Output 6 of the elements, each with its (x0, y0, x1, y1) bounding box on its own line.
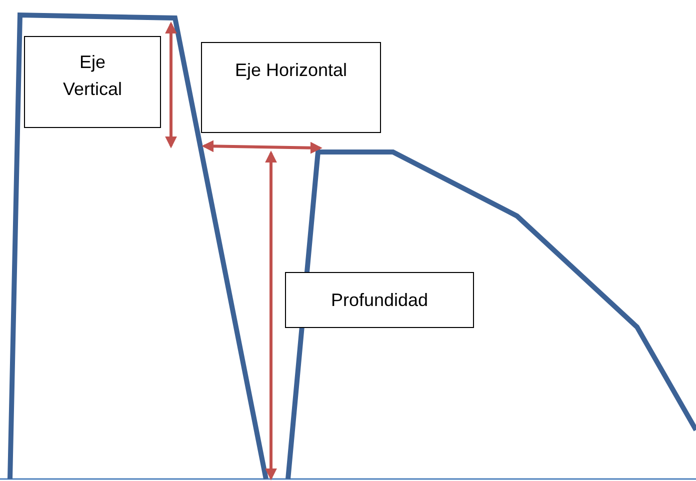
label-text: Eje Vertical (62, 51, 124, 101)
label-box (201, 42, 381, 133)
label-box (285, 272, 474, 328)
label-box (24, 36, 161, 128)
label-text: Profundidad (330, 288, 428, 312)
label-text: Eje Horizontal (234, 59, 348, 82)
